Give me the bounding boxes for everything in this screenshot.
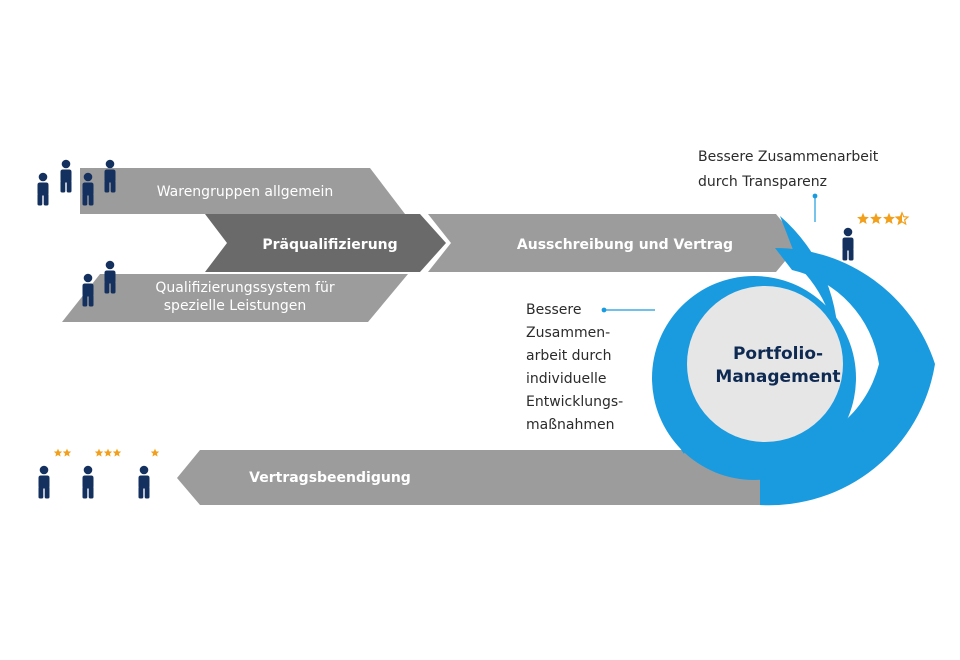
warengruppen-arrow xyxy=(80,168,405,214)
callout-top-line1: Bessere Zusammenarbeit xyxy=(698,149,879,165)
portfolio-label-line2: Management xyxy=(715,367,840,387)
star-icon xyxy=(53,448,63,457)
callout-left-line2: Zusammen- xyxy=(526,325,610,341)
leistungsbewertung-band xyxy=(760,216,839,485)
person-icon xyxy=(82,465,94,499)
callout-left-line1: Bessere xyxy=(526,302,581,318)
star-icon xyxy=(870,212,882,225)
qualifizierung-label-line1: Qualifizierungssystem für xyxy=(155,280,334,296)
star-icon xyxy=(150,448,160,457)
star-icon xyxy=(883,212,895,225)
praequalifizierung-arrow xyxy=(205,214,446,272)
vertragsbeendigung-arrow xyxy=(177,450,790,505)
ausschreibung-arrow xyxy=(428,214,800,272)
portfolio-circle xyxy=(687,286,843,442)
star-icon xyxy=(112,448,122,457)
rating-top-right xyxy=(857,211,910,226)
rating-bottom xyxy=(53,448,160,457)
star-icon xyxy=(62,448,72,457)
praequalifizierung-label: Präqualifizierung xyxy=(262,237,397,253)
person-icon xyxy=(138,465,150,499)
person-icon xyxy=(842,227,854,261)
callout-top-line2: durch Transparenz xyxy=(698,174,827,190)
qualifizierung-label-line2: spezielle Leistungen xyxy=(164,298,306,314)
callout-top-dot xyxy=(812,193,818,199)
ausschreibung-label: Ausschreibung und Vertrag xyxy=(517,237,733,253)
callout-left-line3: arbeit durch xyxy=(526,348,611,364)
vertragsbeendigung-label: Vertragsbeendigung xyxy=(249,470,411,486)
person-icon xyxy=(60,159,72,193)
callout-left-dot xyxy=(601,307,607,313)
leistungsbewertung-outer xyxy=(760,247,935,506)
half-star-icon xyxy=(894,211,910,226)
qualifizierung-arrow xyxy=(62,274,408,322)
person-icon xyxy=(37,172,49,206)
person-icon xyxy=(38,465,50,499)
portfolio-label-line1: Portfolio- xyxy=(733,344,823,364)
star-icon xyxy=(94,448,104,457)
callout-left-line5: Entwicklungs- xyxy=(526,394,623,410)
star-icon xyxy=(857,212,869,225)
warengruppen-label: Warengruppen allgemein xyxy=(157,184,334,200)
star-icon xyxy=(103,448,113,457)
half-star-fill xyxy=(896,212,902,225)
callout-left-line4: individuelle xyxy=(526,371,606,387)
callout-left-line6: maßnahmen xyxy=(526,417,614,433)
